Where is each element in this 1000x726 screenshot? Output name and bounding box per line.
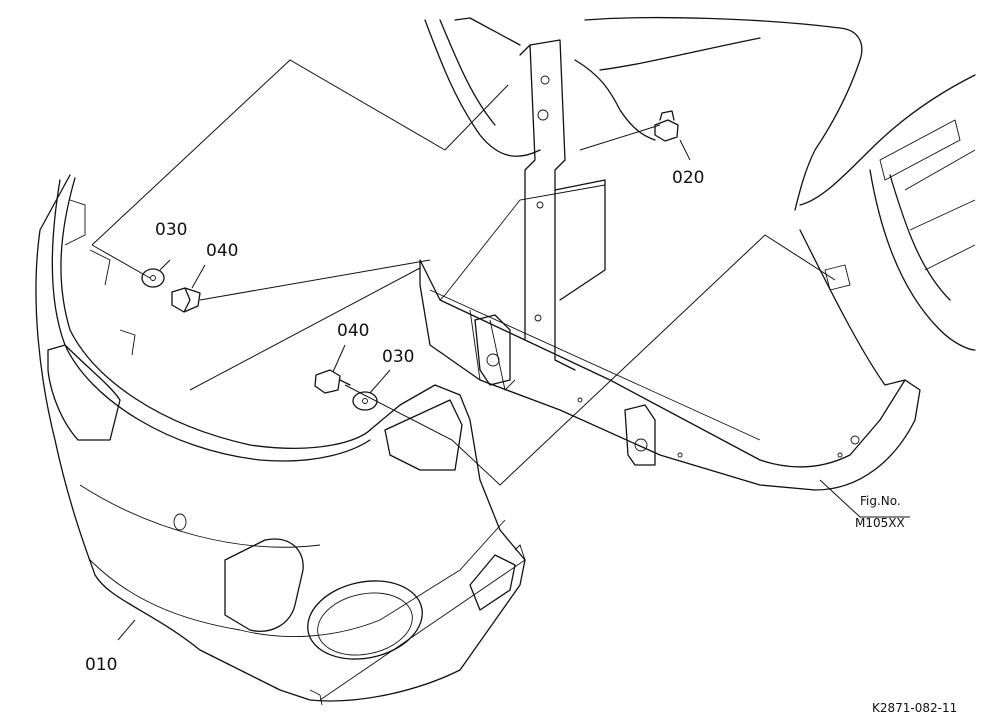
callout-020: 020 [672, 168, 704, 188]
bolt-040-upper [171, 287, 201, 313]
bolt-040-lower [314, 369, 351, 394]
front-grille-cover [35, 174, 526, 706]
callout-040-upper: 040 [206, 241, 238, 261]
fastener-hardware [141, 110, 679, 411]
leader-lines [91, 59, 910, 641]
callout-010: 010 [85, 655, 117, 675]
callout-030-upper: 030 [155, 220, 187, 240]
washer-030-upper [141, 268, 165, 288]
figure-number: M105XX [855, 516, 905, 530]
figure-label: Fig.No. [860, 494, 901, 508]
callout-040-lower: 040 [337, 321, 369, 341]
washer-030-lower [352, 391, 378, 411]
callout-labels: 010 020 030 040 040 030 Fig.No. M105XX K… [85, 168, 957, 715]
drawing-code: K2871-082-11 [872, 701, 957, 715]
frame-assembly [419, 16, 976, 491]
callout-030-lower: 030 [382, 347, 414, 367]
bolt-020 [654, 110, 679, 142]
